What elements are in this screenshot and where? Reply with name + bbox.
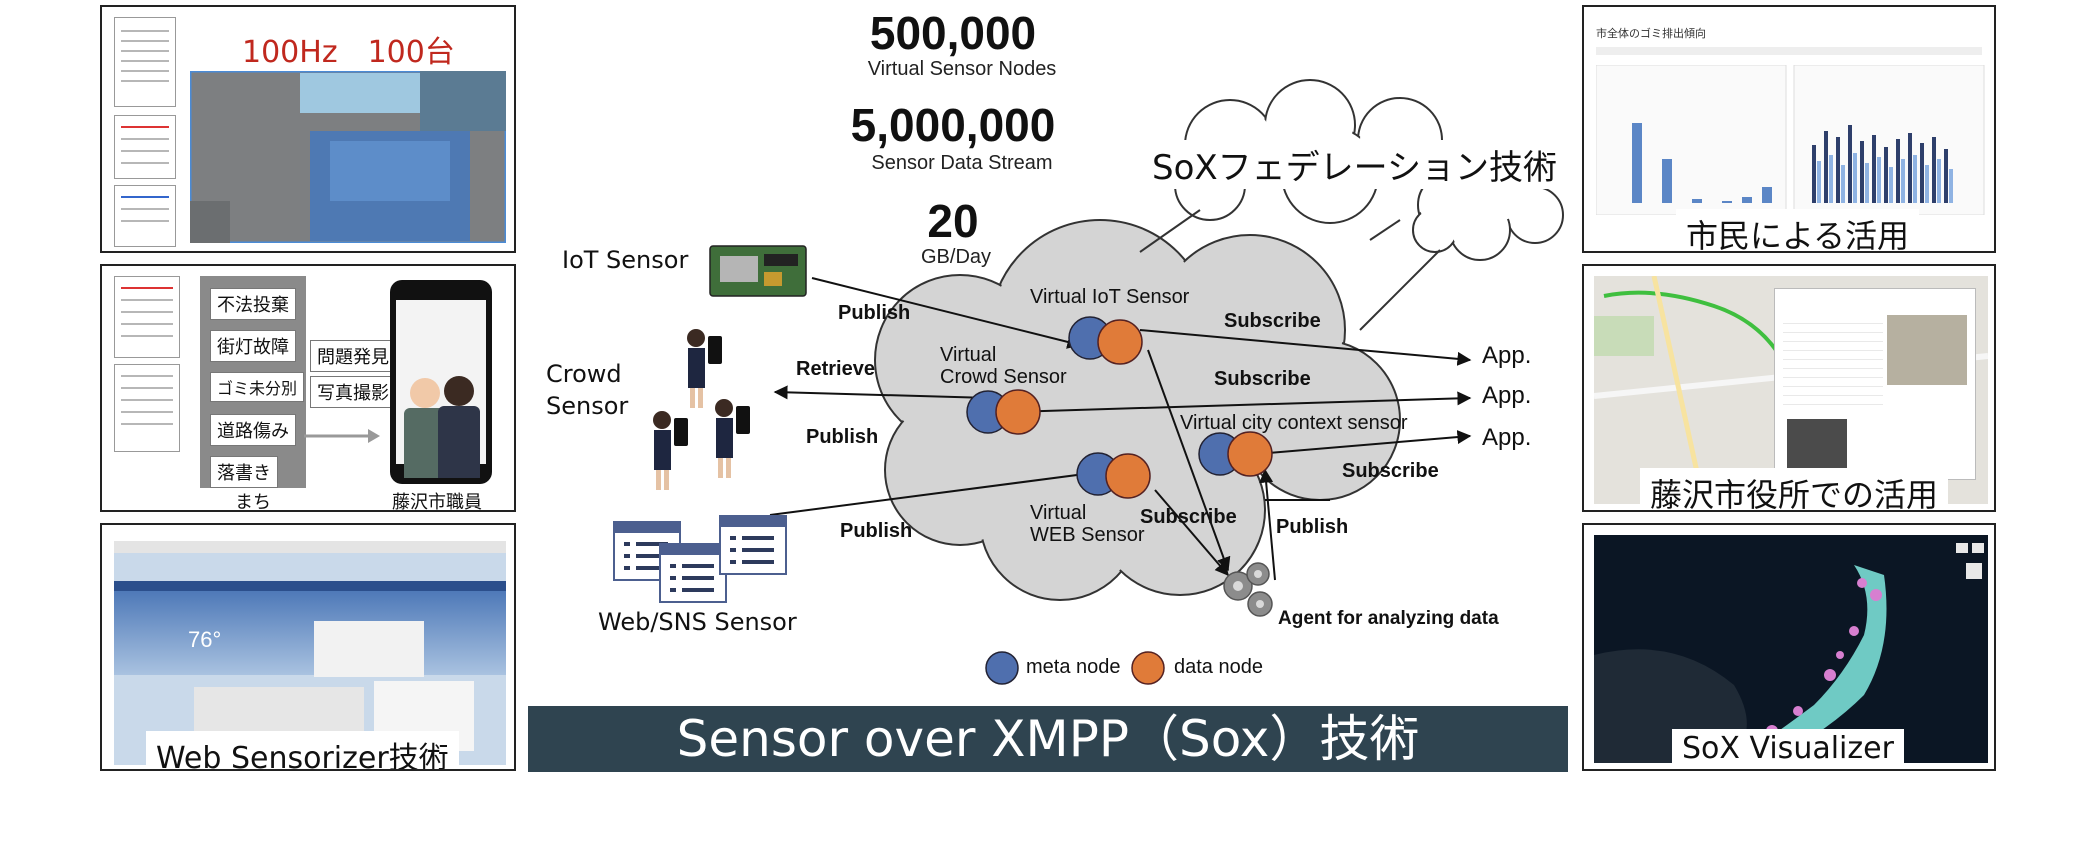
document-thumbnail (114, 364, 180, 452)
legend-data-label: data node (1174, 656, 1263, 678)
virtual-node-city (1198, 431, 1273, 477)
virtual-crowd-label: Virtual (940, 344, 997, 366)
issue-tag: 不法投棄 (210, 288, 296, 320)
stat-label: Virtual Sensor Nodes (867, 58, 1057, 80)
left-panel-web-sensorizer: 76° Web Sensorizer技術 (100, 523, 516, 771)
city-staff-label: 藤沢市職員 (392, 492, 482, 512)
app-label: App. (1482, 424, 1532, 451)
virtual-city-label: Virtual city context sensor (1180, 412, 1408, 434)
legend-data-swatch (1131, 651, 1165, 685)
stat-value: 500,000 (869, 7, 1037, 59)
edge-label-publish: Publish (838, 302, 911, 324)
visualizer-caption: SoX Visualizer (1672, 729, 1904, 768)
virtual-web-label: Virtual (1030, 502, 1087, 524)
edge-subscribe-app1 (1139, 329, 1472, 366)
document-thumbnail (114, 276, 180, 358)
edge-crowd-app2 (1009, 391, 1472, 413)
web-sns-sensor-label: Web/SNS Sensor (598, 608, 797, 636)
citizen-usage-caption: 市民による活用 (1676, 209, 1920, 251)
browser-screenshot: 76° (114, 541, 506, 765)
edge-publish-web (769, 466, 1102, 516)
iot-board-icon (709, 245, 807, 297)
edge-retrieve-crowd (773, 385, 991, 400)
cityhall-usage-caption: 藤沢市役所での活用 (1640, 468, 1949, 510)
iot-sensor-label: IoT Sensor (562, 246, 689, 274)
agent-label: Agent for analyzing data (1278, 608, 1499, 629)
web-window-icon (659, 543, 727, 603)
dashboard-title: 市全体のゴミ排出傾向 (1596, 27, 1706, 40)
virtual-web-label-2: WEB Sensor (1030, 524, 1145, 546)
action-tag: 問題発見 (310, 340, 396, 372)
edge-iot-agent (1147, 349, 1231, 572)
town-label: まち (235, 492, 271, 512)
virtual-node-web (1076, 452, 1151, 499)
edge-label-publish: Publish (1276, 516, 1349, 538)
issue-tag: 街灯故障 (210, 330, 296, 362)
edge-agent-publish (1259, 468, 1276, 581)
legend-meta-label: meta node (1026, 656, 1121, 678)
stat-value: 5,000,000 (850, 99, 1056, 151)
virtual-node-iot (1068, 316, 1143, 365)
sox-banner: Sensor over XMPP（Sox）技術 (528, 706, 1568, 772)
document-thumbnail (114, 115, 176, 179)
legend-meta-swatch (985, 651, 1019, 685)
edge-label-subscribe: Subscribe (1224, 310, 1321, 332)
edge-label-publish: Publish (806, 426, 879, 448)
virtual-iot-label: Virtual IoT Sensor (1030, 286, 1190, 308)
sampling-rate-label: 100Hz 100台 (242, 35, 455, 70)
web-sensorizer-caption: Web Sensorizer技術 (146, 731, 459, 769)
edge-label-subscribe: Subscribe (1214, 368, 1311, 390)
edge-publish-iot (811, 277, 1082, 349)
virtual-crowd-label-2: Crowd Sensor (940, 366, 1067, 388)
edge-label-retrieve: Retrieve (796, 358, 875, 380)
person-icon (715, 399, 750, 478)
truck-camera-photo (190, 71, 506, 243)
smartphone (390, 280, 492, 484)
stat-label: GB/Day (920, 246, 992, 268)
map-thumbnail (1594, 276, 1988, 504)
virtual-node-crowd (966, 389, 1041, 435)
person-icon (653, 411, 688, 490)
issue-tag: 道路傷み (210, 414, 296, 446)
web-window-icon (719, 515, 787, 575)
crowd-sensor-label-2: Sensor (546, 392, 629, 420)
edge-label-subscribe: Subscribe (1342, 460, 1439, 482)
app-label: App. (1482, 382, 1532, 409)
right-panel-cityhall: 藤沢市役所での活用 (1582, 264, 1996, 512)
edge-label-subscribe: Subscribe (1140, 506, 1237, 528)
issue-tag: 落書き (210, 456, 278, 488)
arrow-right-icon (304, 429, 380, 443)
issue-tag: ゴミ未分別 (210, 372, 305, 402)
left-panel-video: 100Hz 100台 (100, 5, 516, 253)
left-panel-citizen-report: 不法投棄 街灯故障 ゴミ未分別 道路傷み 落書き 問題発見 写真撮影 まち 藤沢… (100, 264, 516, 512)
right-panel-visualizer: SoX Visualizer (1582, 523, 1996, 771)
action-tag: 写真撮影 (310, 376, 396, 408)
federation-label: SoXフェデレーション技術 (1148, 140, 1561, 189)
edge-city-app3 (1244, 430, 1472, 456)
stat-value: 20 (927, 195, 979, 247)
person-icon (687, 329, 722, 408)
edge-web-agent (1154, 489, 1229, 577)
crowd-sensor-label: Crowd (546, 360, 622, 388)
document-thumbnail (114, 17, 176, 107)
weather-temperature: 76° (188, 627, 222, 652)
edge-label-publish: Publish (840, 520, 913, 542)
app-label: App. (1482, 342, 1532, 369)
document-thumbnail (114, 185, 176, 247)
bar-chart-thumbnail (1596, 65, 1985, 215)
stat-label: Sensor Data Stream (871, 152, 1053, 174)
right-panel-citizen: 市全体のゴミ排出傾向 市民による活用 (1582, 5, 1996, 253)
